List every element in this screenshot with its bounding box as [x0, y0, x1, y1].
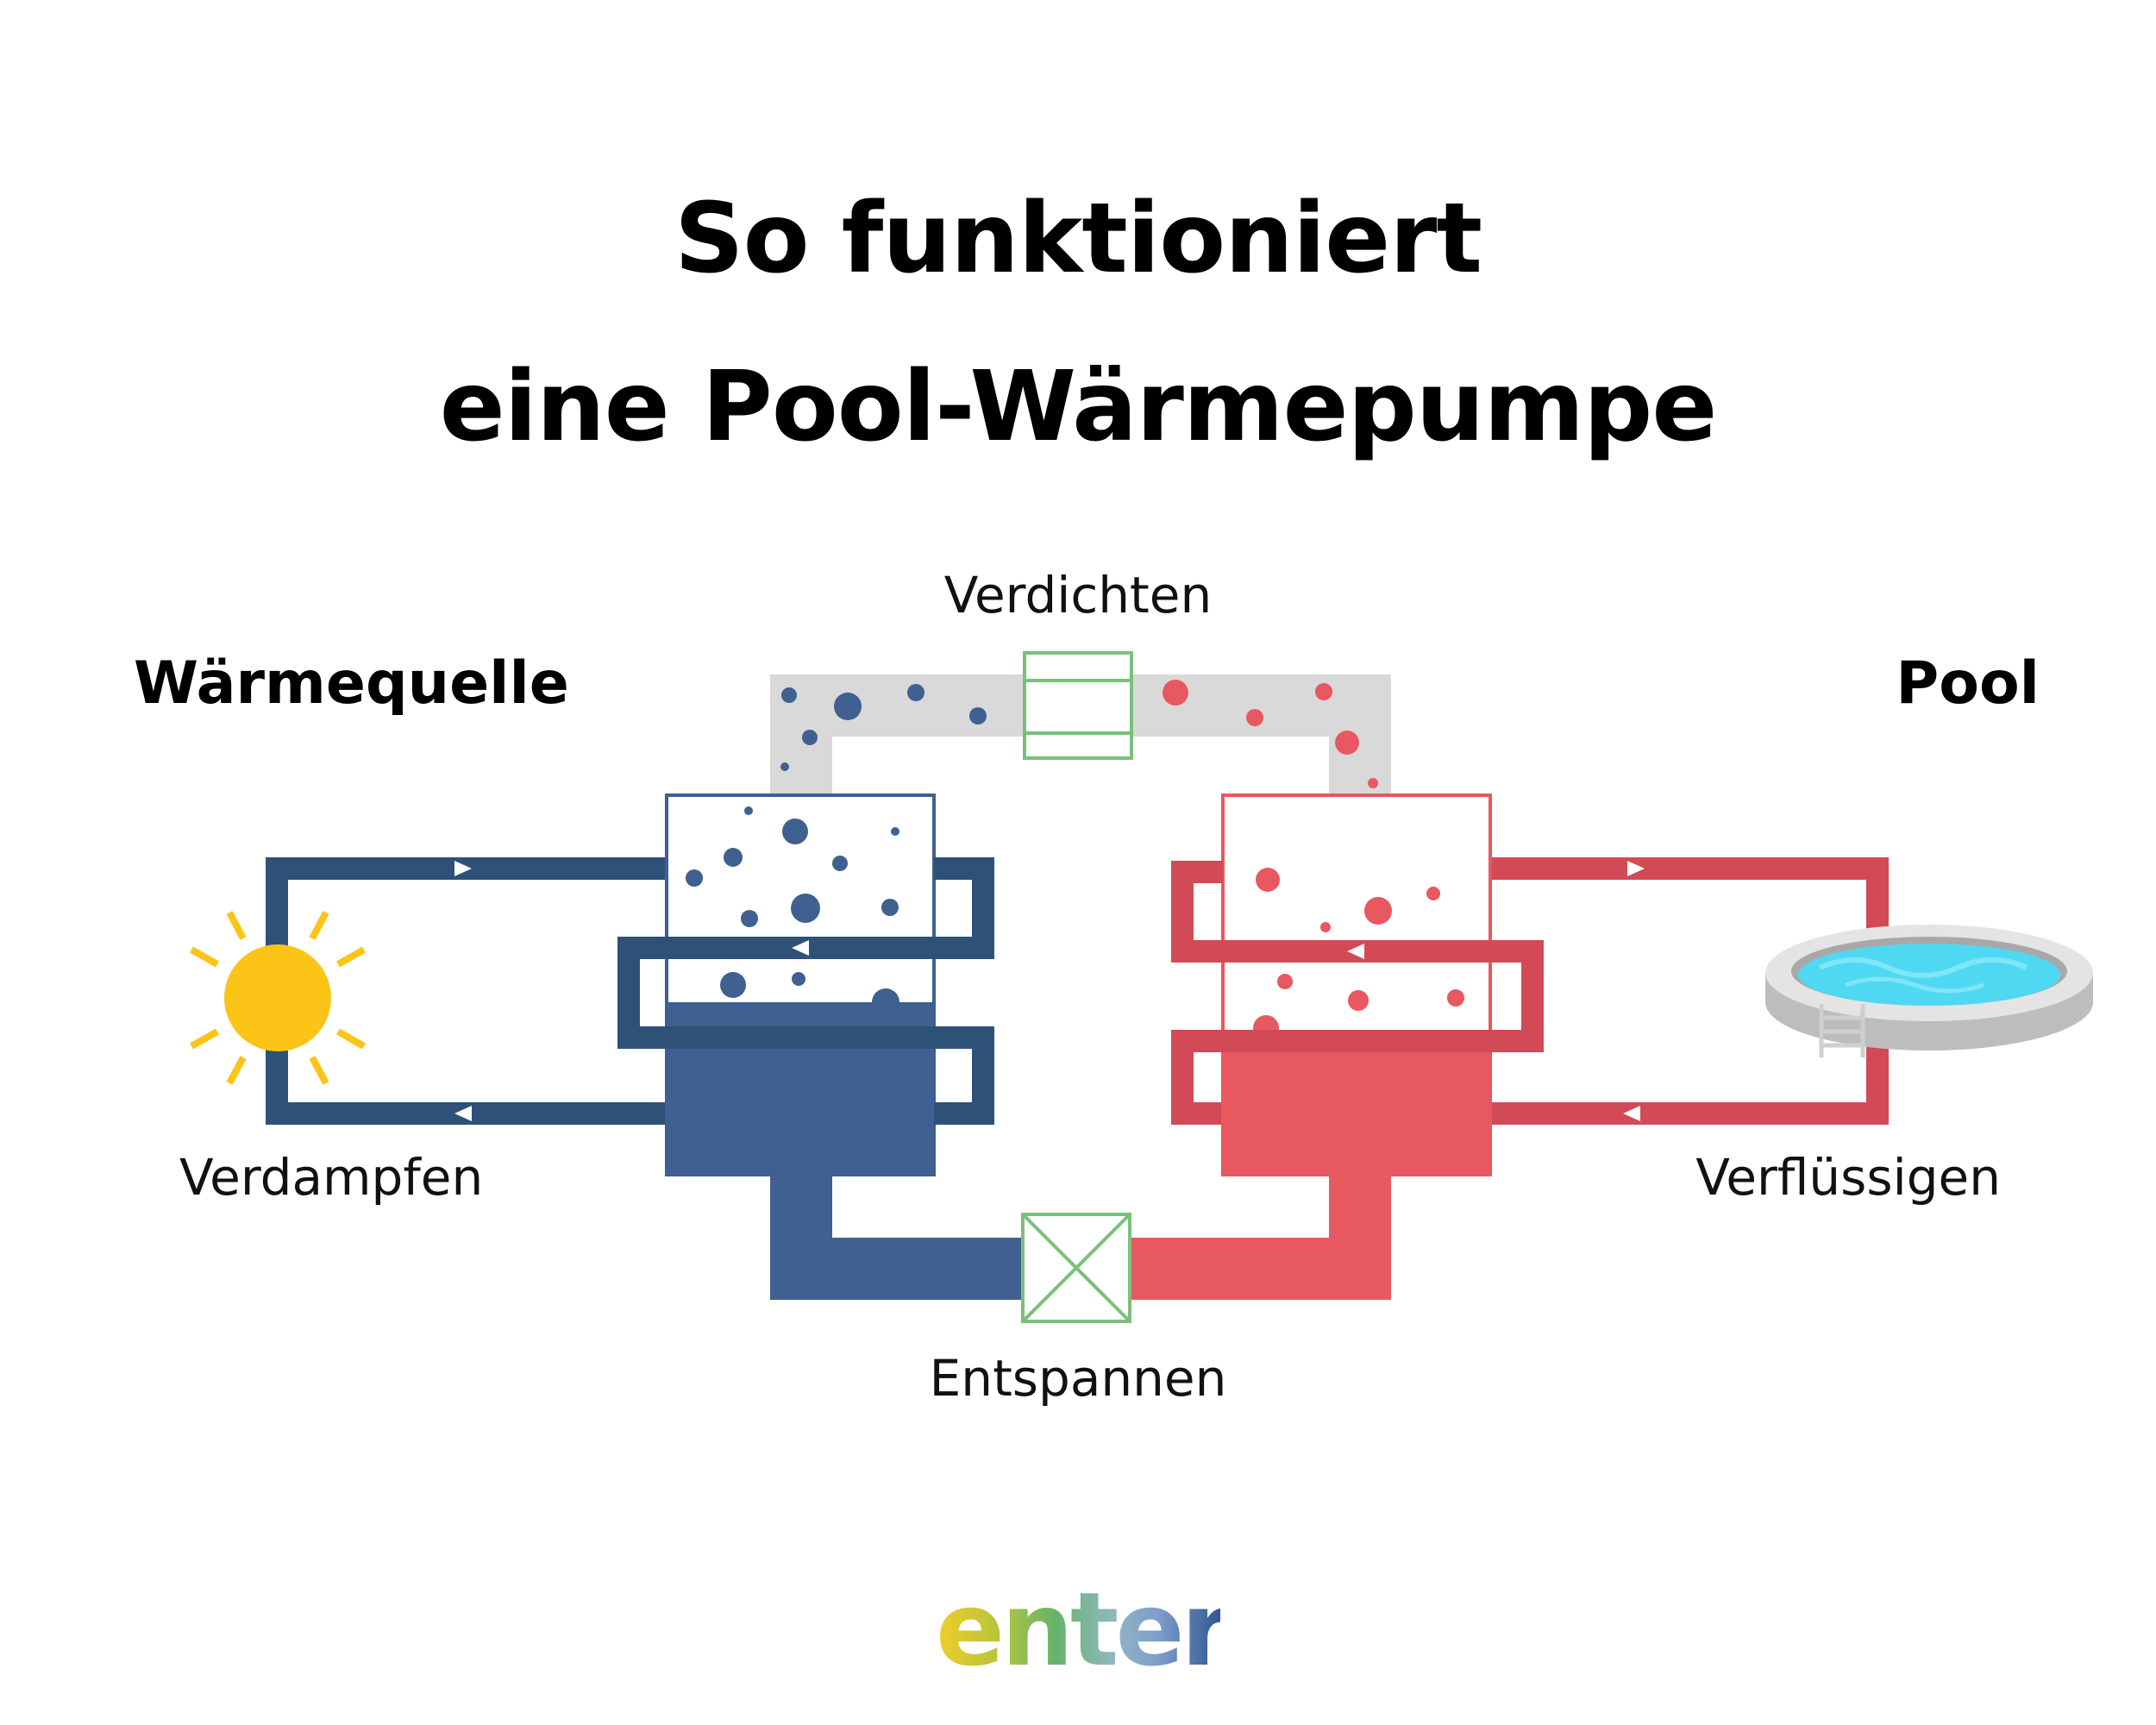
bottom-liquid-pipe — [770, 1175, 1391, 1300]
page-title: So funktioniert eine Pool-Wärmepumpe — [0, 155, 2156, 492]
label-evaporate: Verdampfen — [179, 1148, 483, 1207]
expansion-valve-icon — [1021, 1213, 1131, 1323]
label-compress: Verdichten — [944, 566, 1212, 624]
condenser — [1221, 794, 1492, 1176]
flow-arrow-icon — [454, 1106, 472, 1121]
pool-icon — [1765, 925, 2093, 1057]
label-heat-source: Wärmequelle — [134, 649, 569, 718]
condenser-coil — [1171, 861, 1544, 1125]
enter-logo: enter — [936, 1570, 1232, 1689]
flow-arrow-icon — [792, 940, 809, 956]
compressor-icon — [1023, 651, 1133, 760]
flow-arrow-icon — [1623, 1106, 1640, 1121]
flow-arrow-icon — [1627, 861, 1645, 876]
evaporator — [665, 794, 936, 1176]
sun-icon — [190, 911, 366, 1085]
label-expand: Entspannen — [930, 1349, 1227, 1408]
flow-arrow-icon — [1347, 944, 1364, 959]
flow-arrow-icon — [454, 861, 472, 876]
title-line-1: So funktioniert — [674, 183, 1482, 295]
label-condense: Verflüssigen — [1695, 1148, 2001, 1207]
top-gas-pipe — [770, 674, 1391, 795]
label-pool: Pool — [1896, 649, 2040, 718]
title-line-2: eine Pool-Wärmepumpe — [439, 351, 1718, 463]
evaporator-coil — [617, 857, 994, 1125]
